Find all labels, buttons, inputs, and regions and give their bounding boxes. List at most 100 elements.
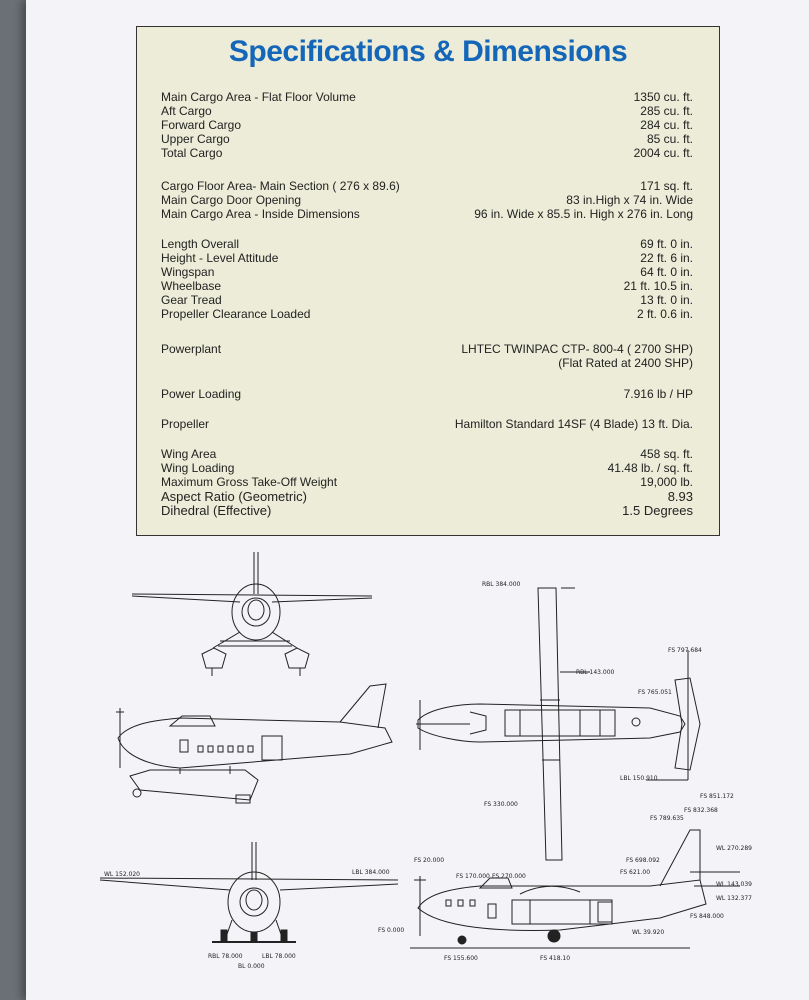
spec-label: Wingspan: [161, 265, 215, 279]
spec-value: 284 cu. ft.: [640, 118, 693, 132]
spec-value: 13 ft. 0 in.: [640, 293, 693, 307]
spec-row: Powerplant LHTEC TWINPAC CTP- 800-4 ( 270…: [137, 342, 719, 356]
spec-row: Dihedral (Effective) 1.5 Degrees: [137, 503, 719, 518]
label-fs-851: FS 851.172: [700, 793, 734, 800]
label-fs-0: FS 0.000: [378, 927, 404, 934]
spec-value: 1350 cu. ft.: [633, 90, 693, 104]
label-lbl-150: LBL 150.910: [620, 775, 658, 782]
spec-row: Main Cargo Area - Inside Dimensions 96 in…: [137, 207, 719, 221]
spec-label: Wing Loading: [161, 461, 235, 475]
label-fs-330: FS 330.000: [484, 801, 518, 808]
spec-label: Maximum Gross Take-Off Weight: [161, 475, 338, 489]
label-wl-270: WL 270.289: [716, 845, 752, 852]
label-rbl-384: RBL 384.000: [482, 581, 521, 588]
spec-row: Propeller Hamilton Standard 14SF (4 Blade…: [137, 417, 719, 431]
spec-value: (Flat Rated at 2400 SHP): [558, 356, 693, 370]
label-fs-155: FS 155.600: [444, 955, 478, 962]
spec-label: Propeller Clearance Loaded: [161, 307, 311, 321]
spec-value: 2 ft. 0.6 in.: [636, 307, 693, 321]
label-bl-0: BL 0.000: [238, 963, 265, 970]
spec-label: Forward Cargo: [161, 118, 242, 132]
spec-value: 171 sq. ft.: [640, 179, 693, 193]
spec-value: 285 cu. ft.: [640, 104, 693, 118]
side-view-wheels: [410, 829, 740, 949]
front-view-wheels: [99, 842, 399, 943]
spec-row: Cargo Floor Area- Main Section ( 276 x 8…: [137, 179, 719, 193]
spec-label: Height - Level Attitude: [161, 251, 279, 265]
spec-label: Dihedral (Effective): [161, 503, 272, 518]
label-wl-143: WL 143.039: [716, 881, 752, 888]
spec-row: (Flat Rated at 2400 SHP): [137, 356, 719, 370]
spec-value: 85 cu. ft.: [646, 132, 693, 146]
spec-value: 21 ft. 10.5 in.: [623, 279, 693, 293]
spec-row: Wing Area 458 sq. ft.: [137, 447, 719, 461]
spec-label: Powerplant: [161, 342, 222, 356]
spec-label: Upper Cargo: [161, 132, 230, 146]
spec-row: Length Overall 69 ft. 0 in.: [137, 237, 719, 251]
spec-value: LHTEC TWINPAC CTP- 800-4 ( 2700 SHP): [461, 342, 693, 356]
spec-value: 1.5 Degrees: [622, 503, 693, 518]
label-fs-832: FS 832.368: [684, 807, 718, 814]
spec-value: 22 ft. 6 in.: [640, 251, 693, 265]
spec-value: 458 sq. ft.: [640, 447, 693, 461]
page-title: Specifications & Dimensions: [228, 35, 628, 68]
label-fs-621: FS 621.00: [620, 869, 650, 876]
spec-label: Wing Area: [161, 447, 217, 461]
spec-label: Main Cargo Door Opening: [161, 193, 302, 207]
label-fs-789: FS 789.635: [650, 815, 684, 822]
label-wl-39: WL 39.920: [632, 929, 664, 936]
label-wl-132: WL 132.377: [716, 895, 752, 902]
spec-label: Main Cargo Area - Flat Floor Volume: [161, 90, 356, 104]
label-lbl-384: LBL 384.000: [352, 869, 390, 876]
label-fs-20: FS 20.000: [414, 857, 444, 864]
label-fs-418: FS 418.10: [540, 955, 570, 962]
label-fs-765: FS 765.051: [638, 689, 672, 696]
spec-value: 96 in. Wide x 85.5 in. High x 276 in. Lo…: [474, 207, 693, 221]
spec-row: Total Cargo 2004 cu. ft.: [137, 146, 719, 160]
plan-view: [416, 587, 701, 861]
spec-label: Length Overall: [161, 237, 240, 251]
spec-label: Total Cargo: [161, 146, 223, 160]
label-fs-797: FS 797.684: [668, 647, 702, 654]
side-view-floats: [116, 683, 393, 804]
spec-value: 83 in.High x 74 in. Wide: [566, 193, 693, 207]
spec-value: 7.916 lb / HP: [623, 387, 693, 401]
spec-row: Main Cargo Area - Flat Floor Volume 1350 …: [137, 90, 719, 104]
spec-label: Propeller: [161, 417, 210, 431]
spec-row: Forward Cargo 284 cu. ft.: [137, 118, 719, 132]
cabin-windows: [197, 745, 254, 753]
specifications-panel: Specifications & Dimensions Main Cargo A…: [136, 26, 720, 536]
spec-label: Cargo Floor Area- Main Section ( 276 x 8…: [161, 179, 400, 193]
label-fs-848: FS 848.000: [690, 913, 724, 920]
spec-row: Wingspan 64 ft. 0 in.: [137, 265, 719, 279]
label-fs-270: FS 270.000: [492, 873, 526, 880]
spec-value: 69 ft. 0 in.: [640, 237, 693, 251]
spec-row: Maximum Gross Take-Off Weight 19,000 lb.: [137, 475, 719, 489]
station-labels: RBL 384.000 RBL 143.000 FS 797.684 FS 76…: [104, 581, 752, 970]
label-lbl-78: LBL 78.000: [262, 953, 296, 960]
spec-row: Main Cargo Door Opening 83 in.High x 74 i…: [137, 193, 719, 207]
spec-row: Wheelbase 21 ft. 10.5 in.: [137, 279, 719, 293]
spec-row: Upper Cargo 85 cu. ft.: [137, 132, 719, 146]
label-fs-170: FS 170.000: [456, 873, 490, 880]
spec-row: Propeller Clearance Loaded 2 ft. 0.6 in.: [137, 307, 719, 321]
spec-row: Wing Loading 41.48 lb. / sq. ft.: [137, 461, 719, 475]
spec-row: Height - Level Attitude 22 ft. 6 in.: [137, 251, 719, 265]
spec-value: Hamilton Standard 14SF (4 Blade) 13 ft. …: [454, 417, 693, 431]
spec-label: Aft Cargo: [161, 104, 212, 118]
front-view-floats: [131, 552, 373, 676]
spec-value: 64 ft. 0 in.: [640, 265, 693, 279]
label-wl-152: WL 152.020: [104, 871, 140, 878]
spec-value: 8.93: [667, 489, 693, 504]
spec-label: Gear Tread: [161, 293, 222, 307]
spec-row: Gear Tread 13 ft. 0 in.: [137, 293, 719, 307]
label-fs-698: FS 698.092: [626, 857, 660, 864]
spec-label: Main Cargo Area - Inside Dimensions: [161, 207, 360, 221]
label-rbl-78: RBL 78.000: [208, 953, 243, 960]
spec-value: 41.48 lb. / sq. ft.: [607, 461, 693, 475]
spec-row: Aft Cargo 285 cu. ft.: [137, 104, 719, 118]
spec-value: 19,000 lb.: [640, 475, 693, 489]
spec-label: Wheelbase: [161, 279, 222, 293]
spec-value: 2004 cu. ft.: [633, 146, 693, 160]
